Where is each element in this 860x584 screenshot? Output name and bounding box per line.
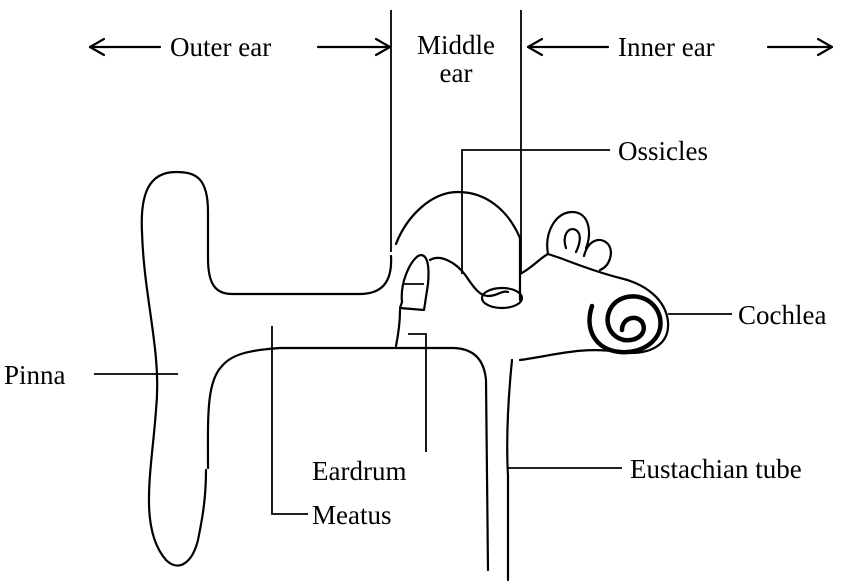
ossicles-shape bbox=[430, 258, 508, 296]
label-ossicles: Ossicles bbox=[618, 136, 708, 166]
label-cochlea: Cochlea bbox=[738, 300, 826, 330]
meatus-leader-line bbox=[272, 326, 308, 514]
label-outer-ear: Outer ear bbox=[170, 32, 271, 62]
eustachian-tube-wall bbox=[507, 360, 512, 580]
oval-window bbox=[482, 288, 522, 308]
cochlea-spiral bbox=[590, 296, 661, 352]
middle-ear-floor bbox=[396, 310, 400, 346]
label-middle-ear-line2: ear bbox=[440, 58, 473, 88]
eardrum-shape bbox=[400, 255, 429, 310]
label-eustachian-tube: Eustachian tube bbox=[630, 454, 802, 484]
label-eardrum: Eardrum bbox=[312, 456, 406, 486]
eardrum-leader-line bbox=[408, 334, 426, 452]
label-pinna: Pinna bbox=[4, 360, 66, 390]
ossicles-leader-line bbox=[462, 150, 610, 274]
semicircular-canals bbox=[547, 212, 611, 270]
label-middle-ear-line1: Middle bbox=[417, 30, 495, 60]
label-meatus: Meatus bbox=[312, 500, 391, 530]
label-inner-ear: Inner ear bbox=[618, 32, 715, 62]
